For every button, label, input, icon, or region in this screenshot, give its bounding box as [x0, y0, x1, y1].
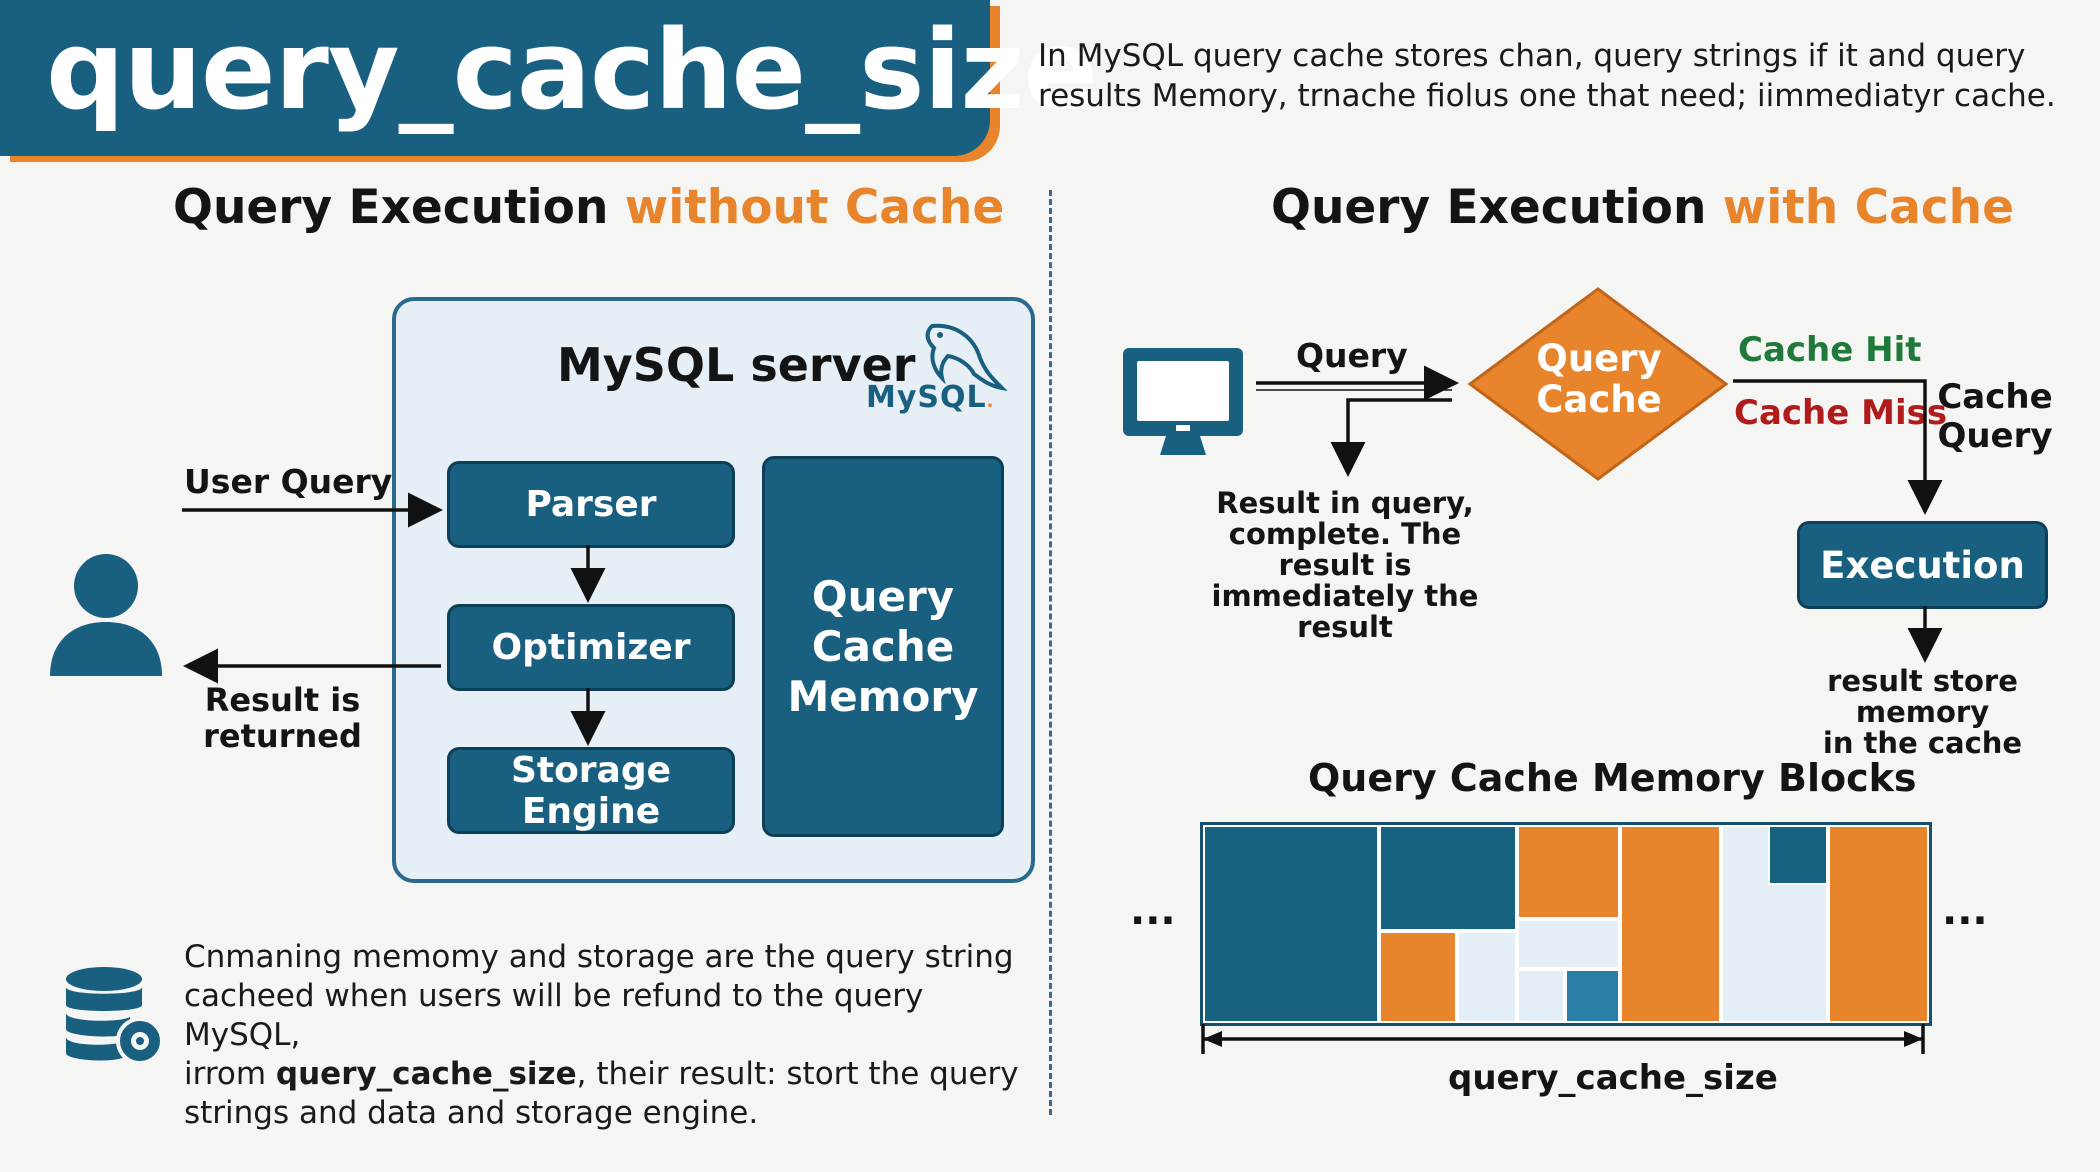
- memory-block: [1828, 825, 1929, 1023]
- right-heading-prefix: Query Execution: [1271, 180, 1723, 235]
- query-cache-diamond: [1467, 287, 1729, 481]
- query-arrow-label: Query: [1296, 336, 1408, 375]
- memory-block: [1517, 969, 1565, 1023]
- left-heading-prefix: Query Execution: [173, 180, 625, 235]
- parser-box: Parser: [447, 461, 735, 548]
- memory-block: [1565, 969, 1620, 1023]
- mysql-server-label: MySQL server: [557, 338, 916, 392]
- storage-engine-box: Storage Engine: [447, 747, 735, 834]
- title-banner: [0, 0, 990, 156]
- ellipsis-right: ...: [1942, 888, 1988, 934]
- cache-query-label: Cache Query: [1937, 377, 2053, 456]
- left-heading-highlight: without Cache: [624, 180, 1005, 235]
- user-query-label: User Query: [184, 462, 393, 501]
- memory-block: [1457, 931, 1517, 1023]
- query-cache-size-label: query_cache_size: [1448, 1058, 1778, 1098]
- query-cache-memory-box: Query Cache Memory: [762, 456, 1004, 837]
- right-heading-highlight: with Cache: [1722, 180, 2015, 235]
- execution-box: Execution: [1797, 521, 2048, 609]
- cache-miss-arrow: [1733, 379, 1943, 515]
- page-title: query_cache_size: [46, 6, 1098, 134]
- optimizer-box: Optimizer: [447, 604, 735, 691]
- right-section-heading: Query Execution with Cache: [1271, 180, 2014, 235]
- dolphin-logo-icon: [925, 323, 1008, 392]
- memory-block: [1517, 825, 1620, 919]
- memory-block: [1379, 825, 1517, 931]
- mysql-logo-text: MySQL.: [866, 380, 995, 415]
- left-section-heading: Query Execution without Cache: [173, 180, 1004, 235]
- user-icon: [50, 554, 162, 676]
- cache-miss-label: Cache Miss: [1734, 393, 1948, 433]
- result-returned-label: Result is returned: [203, 681, 362, 755]
- result-store-text: result store memory in the cache: [1822, 664, 2023, 760]
- intro-text: In MySQL query cache stores chan, query …: [1038, 38, 2056, 114]
- memory-block: [1768, 825, 1828, 885]
- database-gear-icon: [66, 967, 164, 1065]
- ellipsis-left: ...: [1130, 888, 1176, 934]
- memory-block: [1379, 931, 1457, 1023]
- memory-block: [1203, 825, 1379, 1023]
- result-in-query-text: Result in query, complete. The result is…: [1211, 486, 1479, 644]
- section-divider: [1049, 190, 1052, 1115]
- monitor-icon: [1123, 348, 1243, 455]
- bottom-description: Cnmaning memomy and storage are the quer…: [184, 939, 1019, 1131]
- cache-hit-label: Cache Hit: [1738, 330, 1922, 370]
- memory-block: [1620, 825, 1721, 1023]
- memory-block: [1517, 919, 1620, 969]
- query-cache-diamond-label: Query Cache: [1536, 337, 1662, 421]
- cache-hit-result-arrow: [1330, 398, 1452, 477]
- memory-blocks-title: Query Cache Memory Blocks: [1308, 756, 1917, 800]
- memory-blocks-strip: [1200, 822, 1932, 1026]
